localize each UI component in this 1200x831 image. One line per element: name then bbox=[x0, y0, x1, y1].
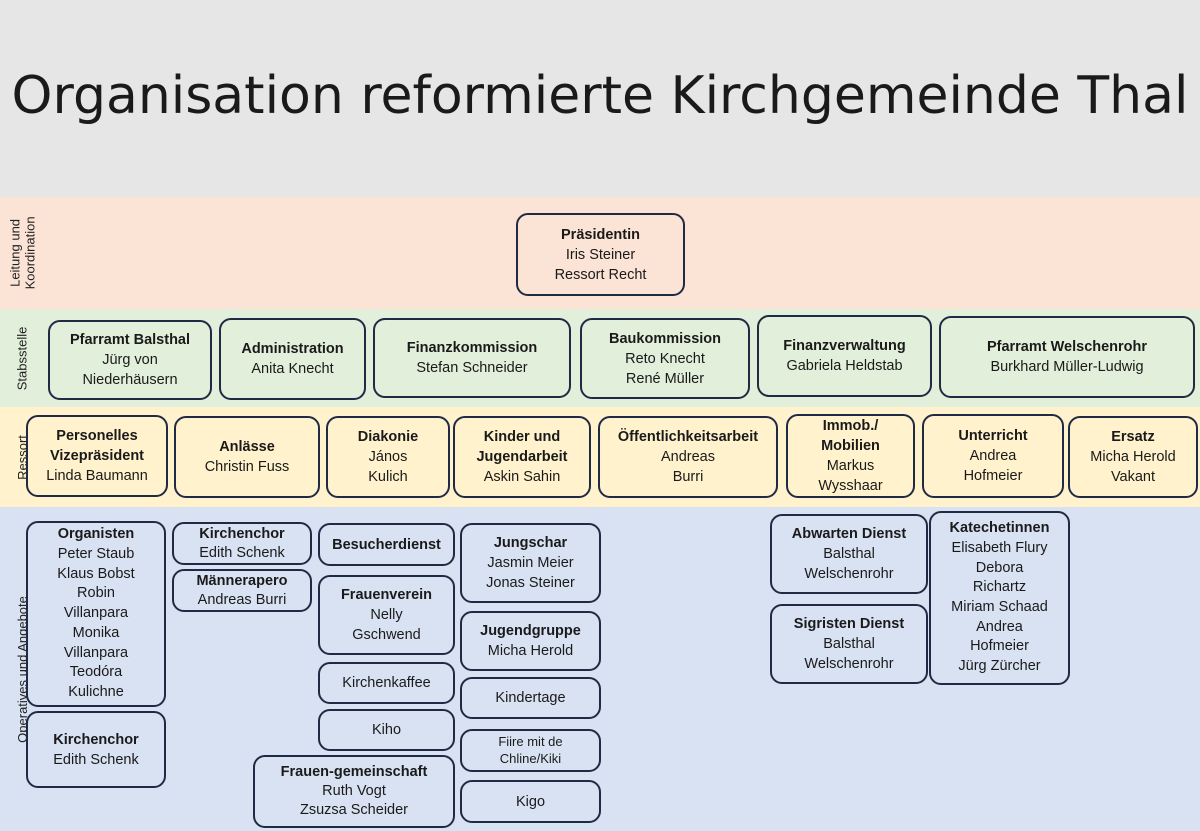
box-jungschar: Jungschar Jasmin Meier Jonas Steiner bbox=[460, 523, 601, 603]
box-katechetinnen: Katechetinnen Elisabeth Flury Debora Ric… bbox=[929, 511, 1070, 685]
box-diakonie: Diakonie János Kulich bbox=[326, 416, 450, 498]
box-sigristen-dienst: Sigristen Dienst Balsthal Welschenrohr bbox=[770, 604, 928, 684]
box-oeffentlichkeitsarbeit: Öffentlichkeitsarbeit Andreas Burri bbox=[598, 416, 778, 498]
box-besucherdienst: Besucherdienst bbox=[318, 523, 455, 566]
box-kirchenchor-left: Kirchenchor Edith Schenk bbox=[26, 711, 166, 788]
box-administration: Administration Anita Knecht bbox=[219, 318, 366, 400]
box-unterricht: Unterricht Andrea Hofmeier bbox=[922, 414, 1064, 498]
box-kinder-jugendarbeit: Kinder und Jugendarbeit Askin Sahin bbox=[453, 416, 591, 498]
box-praesidentin: Präsidentin Iris Steiner Ressort Recht bbox=[516, 213, 685, 296]
box-finanzkommission: Finanzkommission Stefan Schneider bbox=[373, 318, 571, 398]
box-finanzverwaltung: Finanzverwaltung Gabriela Heldstab bbox=[757, 315, 932, 397]
page-title: Organisation reformierte Kirchgemeinde T… bbox=[11, 66, 1189, 126]
box-pfarramt-welschenrohr: Pfarramt Welschenrohr Burkhard Müller-Lu… bbox=[939, 316, 1195, 398]
box-pfarramt-balsthal: Pfarramt Balsthal Jürg von Niederhäusern bbox=[48, 320, 212, 400]
box-jugendgruppe: Jugendgruppe Micha Herold bbox=[460, 611, 601, 671]
box-fiire-mit-de-chline: Fiire mit de Chline/Kiki bbox=[460, 729, 601, 772]
box-kigo: Kigo bbox=[460, 780, 601, 823]
box-maennerapero: Männerapero Andreas Burri bbox=[172, 569, 312, 612]
box-kirchenkaffee: Kirchenkaffee bbox=[318, 662, 455, 704]
box-ersatz: Ersatz Micha Herold Vakant bbox=[1068, 416, 1198, 498]
box-baukommission: Baukommission Reto Knecht René Müller bbox=[580, 318, 750, 399]
band-label-stab: Stabsstelle bbox=[14, 326, 30, 390]
box-anlaesse: Anlässe Christin Fuss bbox=[174, 416, 320, 498]
box-personelles: Personelles Vizepräsident Linda Baumann bbox=[26, 415, 168, 497]
box-kiho: Kiho bbox=[318, 709, 455, 751]
box-frauengemeinschaft: Frauen-gemeinschaft Ruth Vogt Zsuzsa Sch… bbox=[253, 755, 455, 828]
box-organisten: Organisten Peter Staub Klaus Bobst Robin… bbox=[26, 521, 166, 707]
box-abwarten-dienst: Abwarten Dienst Balsthal Welschenrohr bbox=[770, 514, 928, 594]
box-immob-mobilien: Immob./ Mobilien Markus Wysshaar bbox=[786, 414, 915, 498]
box-frauenverein: Frauenverein Nelly Gschwend bbox=[318, 575, 455, 655]
band-label-leitung: Leitung und Koordination bbox=[7, 216, 38, 290]
box-kindertage: Kindertage bbox=[460, 677, 601, 719]
box-kirchenchor: Kirchenchor Edith Schenk bbox=[172, 522, 312, 565]
